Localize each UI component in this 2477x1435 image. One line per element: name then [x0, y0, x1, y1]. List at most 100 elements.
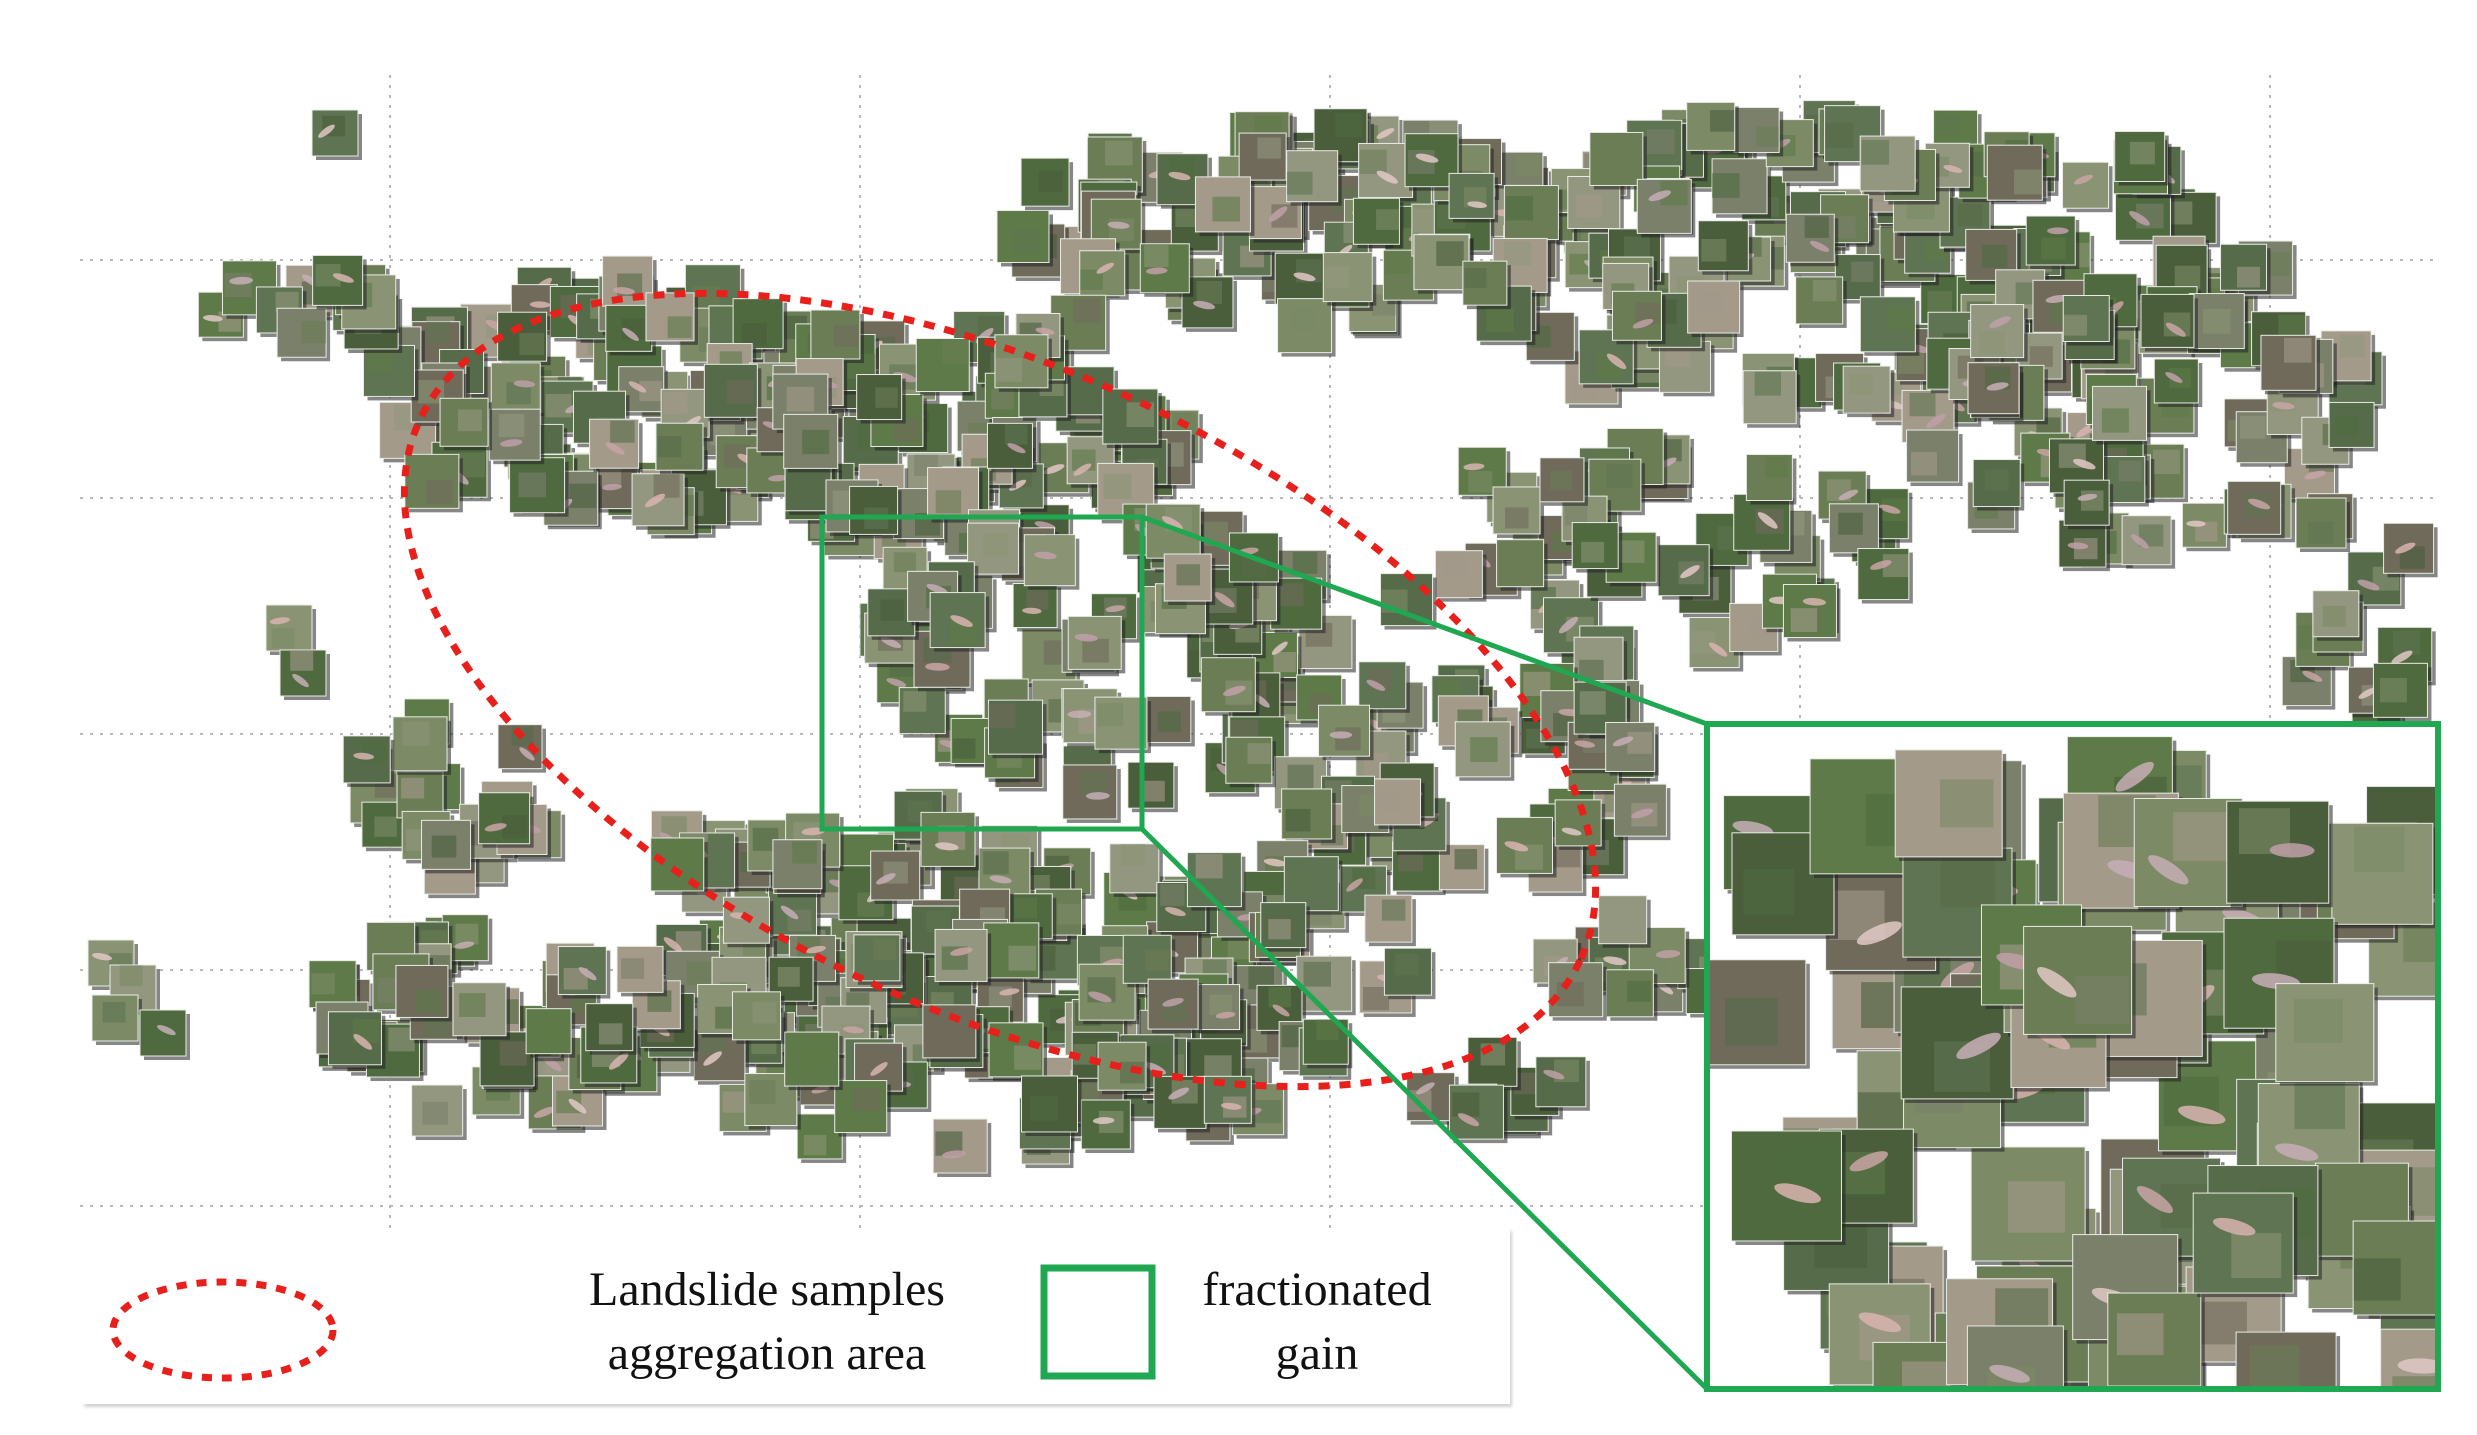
sample-tile-texture: [1981, 244, 2008, 268]
sample-tile-scar: [1574, 740, 1595, 748]
inset-sample-tile-scar: [1956, 1032, 2001, 1060]
inset-sample-tile-scar: [2397, 1358, 2438, 1374]
sample-tile-texture: [1026, 590, 1049, 610]
sample-tile-scar: [605, 442, 625, 455]
sample-tile-texture: [2174, 265, 2201, 289]
sample-tile-scar: [1457, 1113, 1480, 1127]
sample-tile-texture: [664, 841, 691, 866]
sample-tile-scar: [157, 1025, 176, 1036]
sample-tile-texture: [2335, 416, 2359, 437]
inset-sample-tile-scar: [1732, 820, 1774, 837]
sample-tile-texture: [1505, 196, 1533, 221]
aggregation-area-ellipse: [400, 289, 1600, 1091]
sample-tile-scar: [454, 941, 475, 949]
sample-tile-scar: [1612, 736, 1634, 747]
sample-tile-scar: [1986, 382, 2009, 391]
sample-tile-texture: [752, 1001, 777, 1024]
inset-sample-tile-texture: [2294, 998, 2344, 1043]
inset-sample-tile-texture: [2294, 1083, 2345, 1130]
sample-tile-texture: [1195, 854, 1223, 879]
sample-tile-texture: [1710, 110, 1735, 132]
sample-tile-scar: [870, 1062, 888, 1076]
sample-tile-texture: [1825, 122, 1854, 148]
zoom-connector-top: [1141, 514, 1708, 727]
inset-sample-tile-scar: [2178, 1105, 2226, 1125]
sample-tile-texture: [224, 272, 252, 298]
sample-tile-texture: [2163, 312, 2191, 337]
sample-tile-scar: [942, 1150, 966, 1159]
sample-tile-texture: [2399, 546, 2425, 569]
sample-tile-texture: [2322, 605, 2346, 627]
inset-sample-tile-texture: [2173, 812, 2228, 861]
sample-tile-texture: [1335, 113, 1362, 138]
sample-tile-texture: [1157, 711, 1181, 733]
sample-tile-texture: [1697, 290, 1724, 315]
sample-tile-texture: [938, 1027, 966, 1052]
sample-tile: [1613, 783, 1667, 837]
sample-tile-texture: [418, 380, 445, 404]
sample-tile-texture: [1257, 137, 1281, 159]
zoomed-inset-frame: [1704, 721, 2441, 1392]
sample-tile-texture: [1073, 298, 1101, 324]
sample-tile-texture: [1381, 899, 1406, 921]
sample-tile-texture: [1635, 302, 1660, 325]
sample-tile-scar: [1162, 997, 1184, 1007]
sample-tile-scar: [1164, 907, 1186, 917]
inset-sample-tile-texture: [1858, 1092, 1906, 1136]
sample-tile-scar: [1329, 731, 1353, 739]
sample-tile-texture: [1105, 140, 1133, 166]
sample-tile-texture: [315, 264, 341, 287]
sample-tile-scar: [1214, 592, 1235, 608]
sample-tile-scar: [2074, 174, 2093, 185]
sample-tile-scar: [1838, 489, 1859, 501]
sample-tile-scar: [2047, 227, 2069, 235]
sample-tile-texture: [1384, 251, 1410, 274]
sample-tile-texture: [1550, 470, 1573, 491]
sample-tile-texture: [426, 479, 454, 504]
sample-tile-scar: [318, 124, 335, 138]
sample-tile-texture: [290, 650, 314, 671]
sample-tile-texture: [1454, 849, 1478, 870]
sample-tile-texture: [1647, 129, 1675, 155]
legend: Landslide samples aggregation area fract…: [82, 1228, 1510, 1404]
sample-tile-texture: [1579, 659, 1604, 682]
sample-tile-texture: [663, 392, 688, 415]
sample-tile: [279, 649, 327, 697]
sample-tile-texture: [1014, 897, 1038, 919]
inset-sample-tile-texture: [1743, 868, 1795, 915]
sample-tile-scar: [1606, 353, 1627, 370]
sample-tile-scar: [484, 823, 507, 832]
sample-tile-scar: [332, 273, 354, 283]
sample-tile-scar: [1096, 262, 1115, 274]
sample-tile-scar: [950, 947, 973, 956]
sample-tile-scar: [2302, 670, 2323, 682]
sample-tile-texture: [2379, 678, 2407, 703]
sample-tile-texture: [852, 1088, 879, 1112]
sample-tile-scar: [1107, 221, 1130, 229]
sample-tile-texture: [833, 324, 859, 347]
sample-tile-texture: [1316, 1019, 1339, 1040]
sample-tile-scar: [1034, 551, 1057, 560]
sample-tile-texture: [1910, 452, 1937, 476]
sample-tile-texture: [952, 738, 976, 759]
sample-tile-scar: [608, 1052, 629, 1070]
dashed-red-ellipse-icon: [109, 1278, 337, 1382]
sample-tile-texture: [1005, 424, 1028, 445]
sample-tile-texture: [1505, 507, 1529, 529]
sample-tile-texture: [982, 533, 1009, 557]
sample-tile-texture: [1504, 241, 1532, 266]
sample-tile-scar: [645, 493, 666, 508]
sample-tile-texture: [1141, 780, 1165, 802]
sample-tile-texture: [402, 721, 430, 746]
sample-tile-scar: [500, 439, 523, 447]
sample-tile-texture: [995, 357, 1022, 382]
sample-tile-texture: [102, 1001, 126, 1023]
sample-tile-scar: [2130, 534, 2149, 549]
sample-tile-texture: [1079, 771, 1107, 796]
sample-tile-texture: [2041, 237, 2066, 260]
sample-tile-scar: [1215, 1011, 1236, 1019]
sample-tile-texture: [1882, 554, 1909, 578]
sample-tile-scar: [1989, 316, 2011, 328]
sample-tile: [1144, 695, 1192, 743]
sample-tile-scar: [1088, 991, 1112, 1003]
